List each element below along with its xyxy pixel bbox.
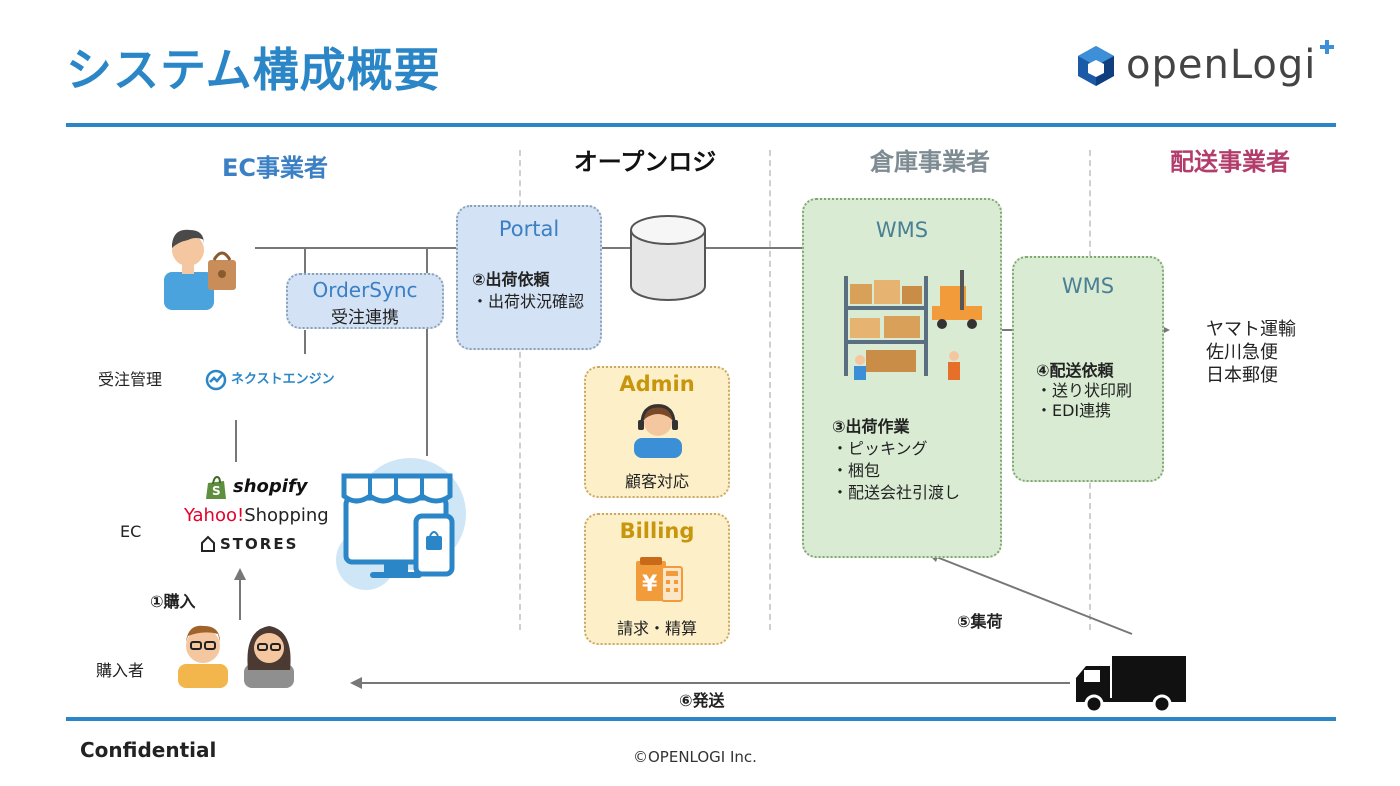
portal-box: Portal ②出荷依頼 ・出荷状況確認: [456, 205, 602, 350]
logo-wordmark: openLogi: [1126, 42, 1317, 88]
ordersync-title: OrderSync: [312, 278, 418, 302]
wms-delivery-item-edi: ・EDI連携: [1036, 401, 1112, 420]
page-title: システム構成概要: [66, 43, 441, 97]
shopify-label: shopify: [233, 476, 308, 497]
svg-text:S: S: [212, 484, 221, 498]
support-agent-icon: [634, 404, 682, 458]
carrier-japanpost: 日本郵便: [1206, 365, 1278, 386]
admin-title: Admin: [619, 372, 695, 396]
wms-delivery-step: ④配送依頼: [1036, 361, 1114, 380]
step-ship: ⑥発送: [679, 691, 725, 710]
separator-2: [769, 150, 771, 630]
carrier-yamato: ヤマト運輸: [1206, 319, 1296, 340]
ordersync-box: OrderSync 受注連携: [286, 273, 444, 329]
wms-main-item-packing: ・梱包: [832, 461, 881, 480]
column-warehouse: 倉庫事業者: [870, 148, 990, 176]
plus-icon: [1320, 40, 1334, 54]
stores-label: STORES: [220, 535, 299, 553]
line-to-nextengine: [304, 330, 306, 354]
yahoo-label: Yahoo!: [184, 505, 245, 526]
line-to-ordersync: [304, 248, 306, 274]
arrow-up-ec: [234, 568, 246, 580]
seller-icon: [164, 229, 236, 310]
label-ec: EC: [120, 522, 142, 541]
label-order-mgmt: 受注管理: [98, 370, 163, 389]
wms-main-item-handover: ・配送会社引渡し: [832, 483, 961, 502]
ordersync-subtitle: 受注連携: [331, 308, 399, 328]
svg-text:¥: ¥: [642, 572, 658, 597]
header-divider: [66, 123, 1336, 127]
wms-main-item-picking: ・ピッキング: [832, 439, 928, 458]
line-to-store: [426, 248, 428, 456]
column-delivery: 配送事業者: [1170, 148, 1290, 176]
billing-title: Billing: [619, 519, 695, 543]
portal-item: ・出荷状況確認: [472, 292, 585, 311]
carrier-list: ヤマト運輸 佐川急便 日本郵便: [1206, 318, 1296, 387]
wms-main-title: WMS: [875, 218, 929, 242]
copyright: ©OPENLOGI Inc.: [633, 748, 757, 766]
house-icon: [201, 535, 215, 552]
pickup-arrow: [926, 551, 1133, 635]
label-buyer: 購入者: [96, 661, 145, 680]
database-icon: [630, 215, 706, 301]
admin-caption: 顧客対応: [624, 472, 689, 491]
column-ec: EC事業者: [221, 154, 328, 182]
next-engine-icon: [205, 369, 227, 391]
next-engine-label: ネクストエンジン: [231, 372, 335, 387]
openlogi-logo: openLogi: [1074, 40, 1336, 94]
wms-main-box: WMS ③出荷作業 ・ピッキング ・梱包 ・配送会社引渡し: [802, 198, 1002, 558]
arrow-to-buyer: [350, 677, 362, 689]
shopping-label: Shopping: [244, 505, 329, 526]
step-purchase: ①購入: [150, 592, 196, 611]
wms-delivery-item-label: ・送り状印刷: [1036, 381, 1133, 400]
separator-1: [519, 150, 521, 630]
confidential-label: Confidential: [80, 738, 217, 762]
footer-divider: [66, 717, 1336, 721]
buyers-icon: [178, 625, 294, 688]
wms-delivery-title: WMS: [1061, 274, 1115, 298]
shopify-bag-icon: S: [206, 476, 226, 499]
line-purchase: [239, 578, 241, 620]
portal-title: Portal: [498, 217, 560, 241]
line-nextengine-ec: [235, 420, 237, 462]
online-store-icon: [336, 458, 466, 590]
column-openlogi: オープンロジ: [573, 148, 717, 176]
billing-caption: 請求・精算: [616, 619, 697, 638]
admin-box: Admin 顧客対応: [584, 366, 730, 498]
billing-box: Billing ¥ 請求・精算: [584, 513, 730, 645]
carrier-sagawa: 佐川急便: [1206, 342, 1278, 363]
truck-icon: [1076, 656, 1186, 714]
ship-line: [362, 682, 1070, 684]
wms-delivery-box: WMS ④配送依頼 ・送り状印刷 ・EDI連携: [1012, 256, 1164, 482]
yahoo-shopping-logo: Yahoo!Shopping: [184, 505, 329, 526]
warehouse-icon: [844, 270, 982, 380]
cube-icon: [1078, 46, 1114, 86]
portal-step: ②出荷依頼: [472, 270, 550, 289]
wms-main-step: ③出荷作業: [832, 417, 910, 436]
step-pickup: ⑤集荷: [957, 612, 1003, 631]
invoice-icon: ¥: [636, 557, 683, 602]
